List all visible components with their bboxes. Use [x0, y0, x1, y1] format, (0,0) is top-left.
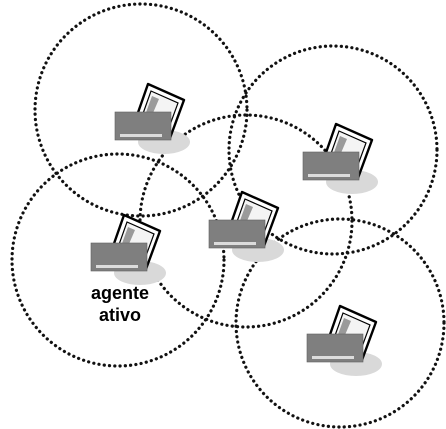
range-circle-top-left — [33, 2, 249, 218]
laptop-node-bottom-right — [305, 304, 384, 378]
laptop-node-center — [207, 190, 286, 264]
range-circle-bottom-right — [234, 217, 446, 429]
laptop-node-active-agent — [89, 213, 168, 287]
active-agent-label: agente ativo — [72, 282, 168, 326]
laptop-node-top-right — [301, 122, 380, 196]
active-agent-label-line1: agente — [90, 283, 150, 303]
laptop-node-top-left — [113, 82, 192, 156]
active-agent-label-line2: ativo — [98, 305, 141, 325]
range-circle-left — [10, 152, 226, 368]
range-circle-top-right — [227, 44, 439, 256]
